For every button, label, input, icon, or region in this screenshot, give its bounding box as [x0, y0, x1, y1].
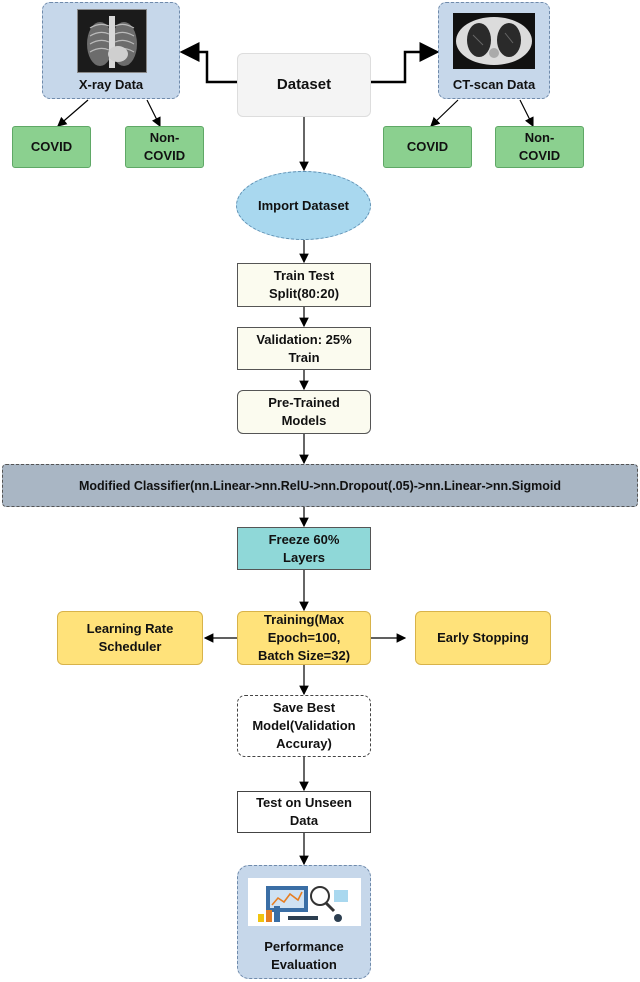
learning-rate-scheduler-node: Learning Rate Scheduler — [57, 611, 203, 665]
learning-rate-scheduler-label: Learning Rate Scheduler — [86, 621, 174, 654]
ct-covid-label: COVID — [406, 139, 449, 154]
freeze-layers-node: Freeze 60% Layers — [237, 527, 371, 570]
import-dataset-node: Import Dataset — [236, 171, 371, 240]
save-best-model-node: Save Best Model(Validation Accuray) — [237, 695, 371, 757]
validation-label: Validation: 25% Train — [256, 331, 352, 365]
xray-icon — [77, 9, 147, 73]
train-test-split-node: Train Test Split(80:20) — [237, 263, 371, 307]
performance-evaluation-label: Performance Evaluation — [264, 939, 344, 972]
ct-noncovid-label: Non- COVID — [518, 130, 561, 163]
test-unseen-label: Test on Unseen Data — [256, 795, 352, 828]
save-best-model-label: Save Best Model(Validation Accuray) — [252, 700, 356, 751]
xray-covid-node: COVID — [12, 126, 91, 168]
modified-classifier-node: Modified Classifier(nn.Linear->nn.RelU->… — [2, 464, 638, 507]
performance-evaluation-node: Performance Evaluation — [237, 865, 371, 979]
early-stopping-node: Early Stopping — [415, 611, 551, 665]
validation-node: Validation: 25% Train — [237, 327, 371, 370]
test-unseen-node: Test on Unseen Data — [237, 791, 371, 833]
ct-noncovid-node: Non- COVID — [495, 126, 584, 168]
arrow-dataset-xray — [179, 42, 237, 84]
training-node: Training(Max Epoch=100, Batch Size=32) — [237, 611, 371, 665]
ct-scan-icon — [453, 13, 535, 69]
xray-noncovid-node: Non- COVID — [125, 126, 204, 168]
arrow-dataset-ct — [371, 42, 440, 84]
dataset-node: Dataset — [237, 53, 371, 117]
arrow-xray-covid — [57, 99, 89, 127]
pretrained-models-node: Pre-Trained Models — [237, 390, 371, 434]
xray-data-box: X-ray Data — [42, 2, 180, 99]
ct-scan-label: CT-scan Data — [452, 77, 536, 92]
early-stopping-label: Early Stopping — [437, 630, 529, 645]
train-test-split-label: Train Test Split(80:20) — [268, 268, 340, 301]
xray-noncovid-label: Non- COVID — [143, 130, 186, 163]
arrow-xray-noncovid — [146, 99, 161, 128]
modified-classifier-label: Modified Classifier(nn.Linear->nn.RelU->… — [79, 478, 561, 493]
xray-label: X-ray Data — [78, 77, 144, 92]
arrow-ct-noncovid — [519, 99, 534, 128]
pretrained-models-label: Pre-Trained Models — [268, 395, 340, 428]
analytics-icon — [248, 878, 361, 926]
ct-covid-node: COVID — [383, 126, 472, 168]
freeze-layers-label: Freeze 60% Layers — [268, 531, 340, 565]
ct-scan-data-box: CT-scan Data — [438, 2, 550, 99]
xray-covid-label: COVID — [30, 139, 73, 154]
training-label: Training(Max Epoch=100, Batch Size=32) — [257, 612, 351, 663]
arrow-ct-covid — [430, 99, 459, 127]
import-dataset-label: Import Dataset — [257, 197, 350, 213]
dataset-label: Dataset — [276, 76, 332, 93]
